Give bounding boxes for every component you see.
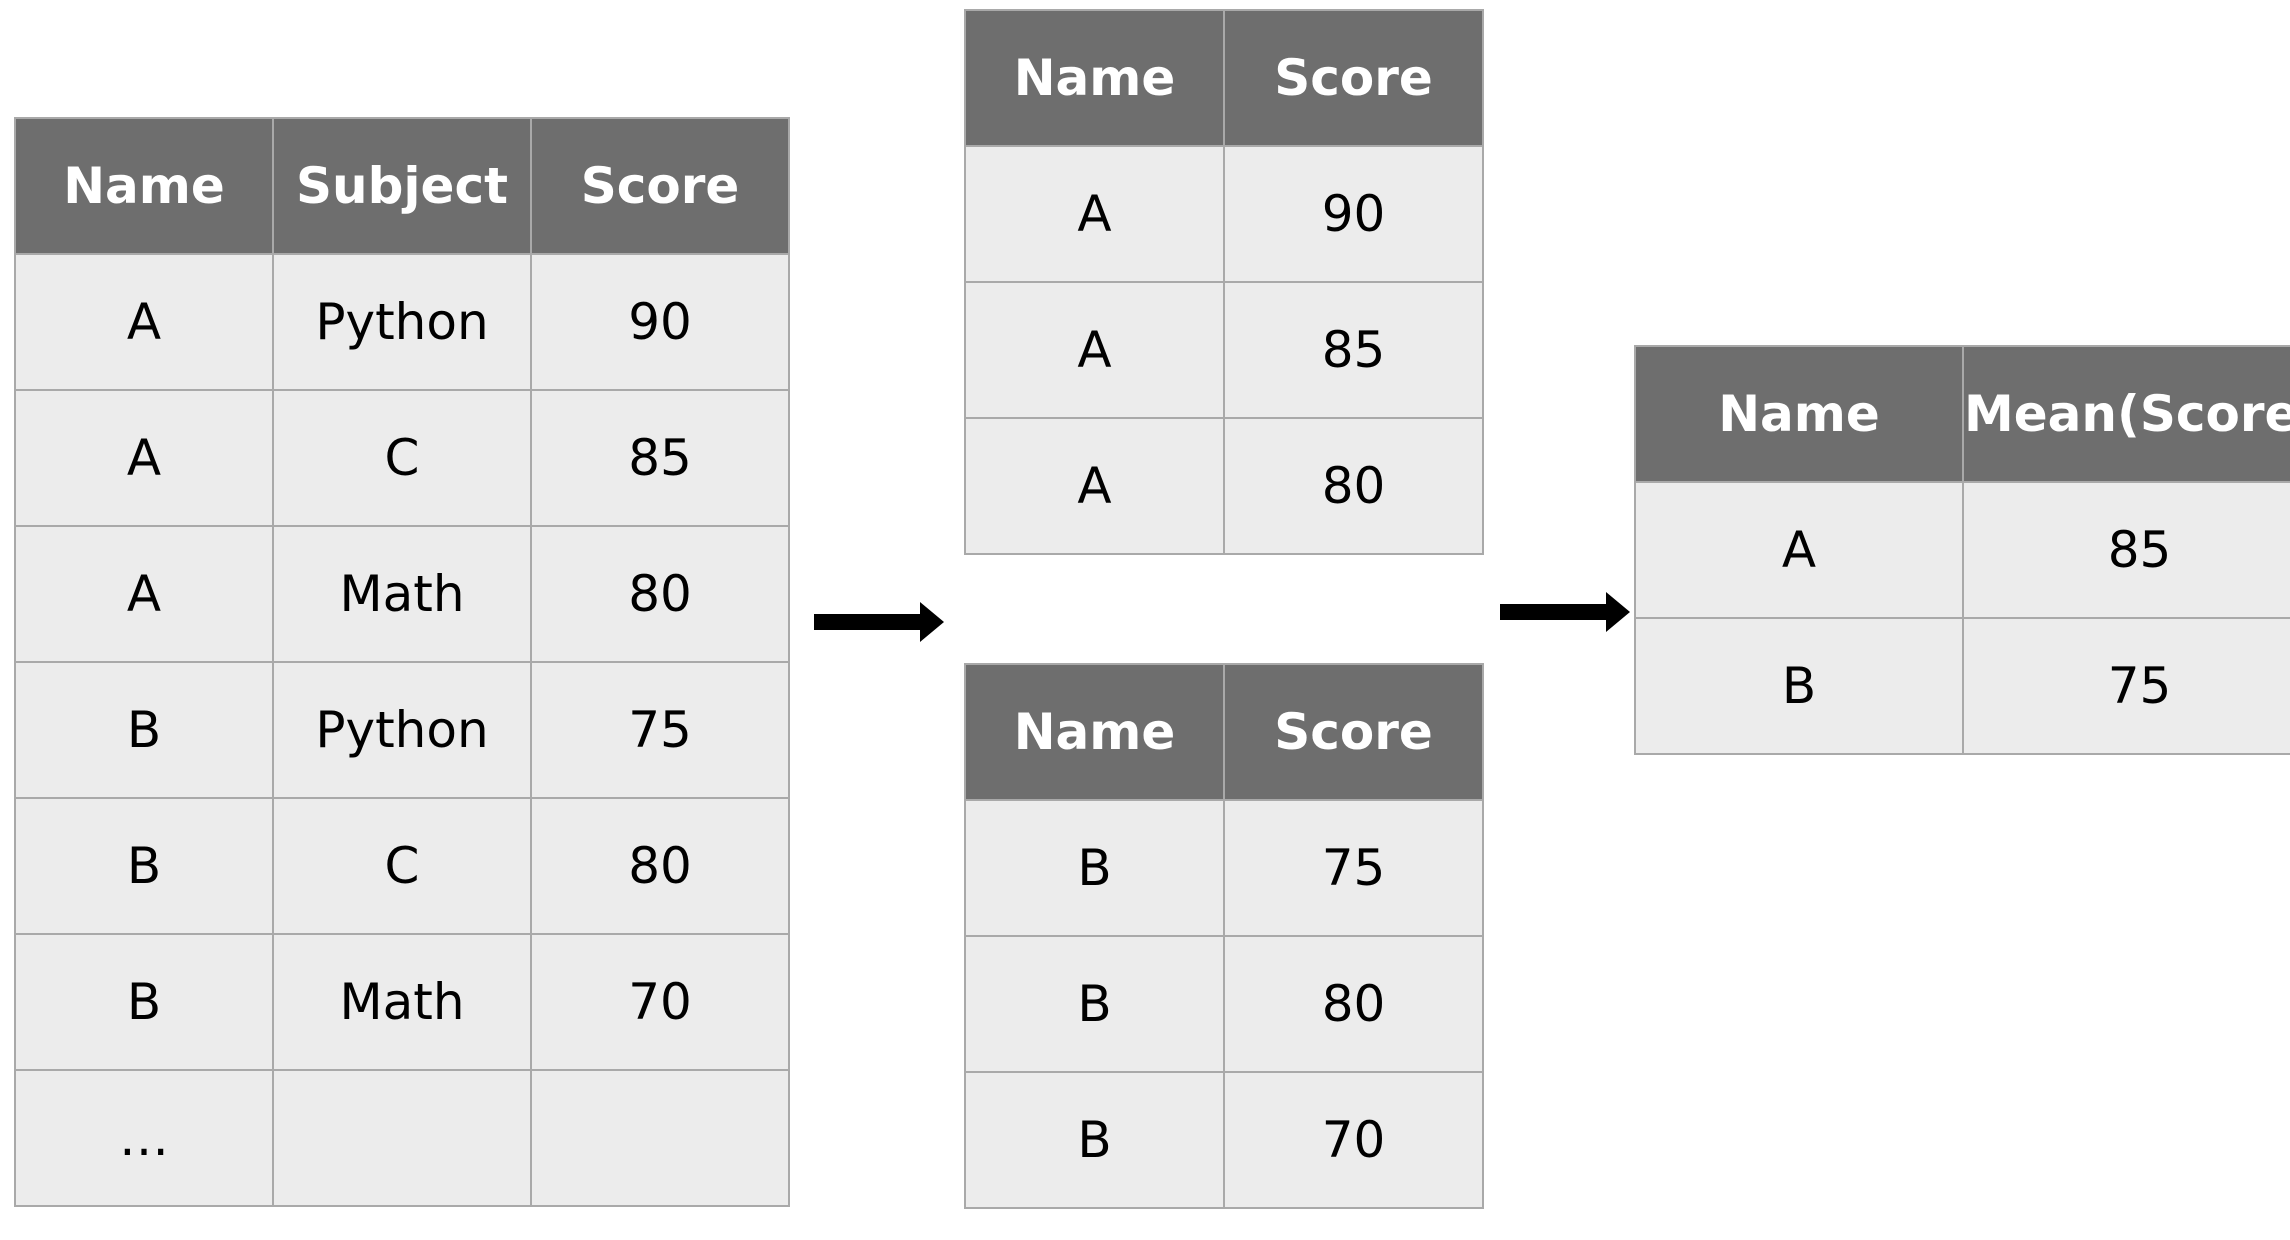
table-header-row: Name Mean(Score)	[1634, 345, 2290, 483]
cell-mean-score: 85	[1962, 481, 2290, 619]
group-b-table: Name Score B 75 B 80 B 70	[964, 663, 1484, 1209]
table-row: A 85	[1634, 481, 2290, 619]
cell-score: 75	[530, 661, 790, 799]
cell-subject: Python	[272, 253, 532, 391]
table-row: A C 85	[14, 389, 790, 527]
cell-name: A	[964, 281, 1225, 419]
cell-score: 90	[530, 253, 790, 391]
cell-subject: C	[272, 389, 532, 527]
header-score: Score	[1223, 9, 1484, 147]
table-header-row: Name Score	[964, 663, 1484, 801]
group-a-table: Name Score A 90 A 85 A 80	[964, 9, 1484, 555]
table-row: B C 80	[14, 797, 790, 935]
cell-subject: Math	[272, 525, 532, 663]
table-header-row: Name Score	[964, 9, 1484, 147]
cell-score: 80	[530, 797, 790, 935]
right-arrow-icon	[1500, 592, 1630, 632]
right-arrow-icon	[814, 602, 944, 642]
header-mean-score: Mean(Score)	[1962, 345, 2290, 483]
header-name: Name	[14, 117, 274, 255]
table-row: A Python 90	[14, 253, 790, 391]
header-name: Name	[964, 663, 1225, 801]
cell-score: 80	[1223, 935, 1484, 1073]
cell-score: 85	[1223, 281, 1484, 419]
table-row: A 85	[964, 281, 1484, 419]
cell-name: B	[14, 797, 274, 935]
cell-name: A	[964, 417, 1225, 555]
table-row: B 70	[964, 1071, 1484, 1209]
cell-name: A	[964, 145, 1225, 283]
cell-score: 85	[530, 389, 790, 527]
cell-name: B	[964, 799, 1225, 937]
header-score: Score	[1223, 663, 1484, 801]
header-name: Name	[1634, 345, 1964, 483]
table-row: B 80	[964, 935, 1484, 1073]
table-row: A 80	[964, 417, 1484, 555]
cell-name: B	[964, 935, 1225, 1073]
cell-subject	[272, 1069, 532, 1207]
table-row: B Python 75	[14, 661, 790, 799]
source-table: Name Subject Score A Python 90 A C 85 A …	[14, 117, 790, 1207]
table-row: B 75	[1634, 617, 2290, 755]
header-score: Score	[530, 117, 790, 255]
cell-name: A	[1634, 481, 1964, 619]
cell-subject: Python	[272, 661, 532, 799]
table-row: B 75	[964, 799, 1484, 937]
table-row: B Math 70	[14, 933, 790, 1071]
table-row: A Math 80	[14, 525, 790, 663]
cell-name: …	[14, 1069, 274, 1207]
header-name: Name	[964, 9, 1225, 147]
cell-subject: C	[272, 797, 532, 935]
cell-name: A	[14, 253, 274, 391]
cell-score: 70	[1223, 1071, 1484, 1209]
cell-score	[530, 1069, 790, 1207]
cell-score: 80	[530, 525, 790, 663]
cell-subject: Math	[272, 933, 532, 1071]
cell-score: 70	[530, 933, 790, 1071]
cell-score: 80	[1223, 417, 1484, 555]
table-header-row: Name Subject Score	[14, 117, 790, 255]
cell-name: B	[1634, 617, 1964, 755]
header-subject: Subject	[272, 117, 532, 255]
cell-name: A	[14, 525, 274, 663]
cell-name: B	[14, 933, 274, 1071]
cell-name: A	[14, 389, 274, 527]
cell-mean-score: 75	[1962, 617, 2290, 755]
result-table: Name Mean(Score) A 85 B 75	[1634, 345, 2290, 755]
table-row: …	[14, 1069, 790, 1207]
cell-name: B	[964, 1071, 1225, 1209]
cell-score: 90	[1223, 145, 1484, 283]
cell-name: B	[14, 661, 274, 799]
cell-score: 75	[1223, 799, 1484, 937]
table-row: A 90	[964, 145, 1484, 283]
